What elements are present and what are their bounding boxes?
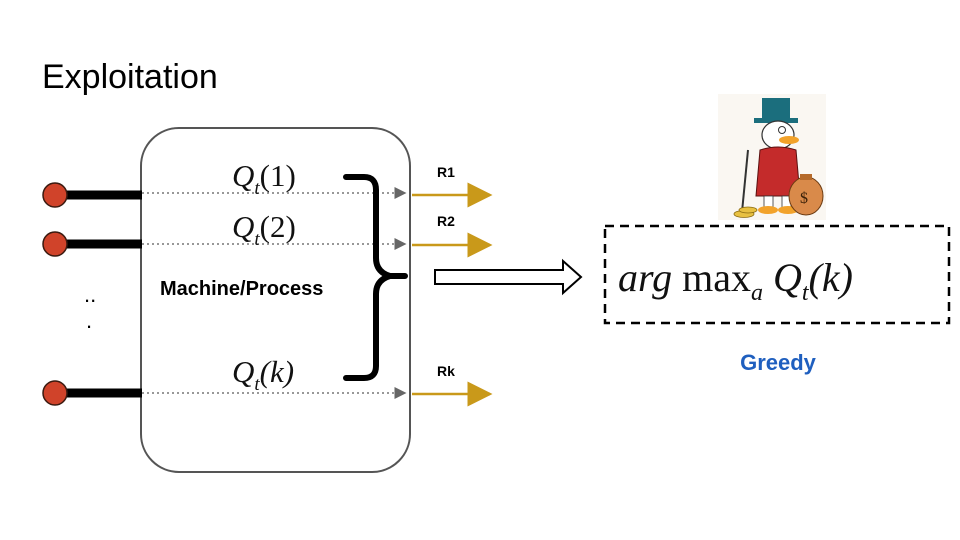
implies-arrow [434, 258, 583, 296]
q-value-1: Qt(1) [232, 158, 296, 199]
q-value-k: Qt(k) [232, 354, 294, 395]
machine-label: Machine/Process [160, 278, 323, 300]
lever-knob[interactable] [42, 182, 68, 208]
ellipsis-dot: . [86, 308, 92, 333]
lever-knob[interactable] [42, 231, 68, 257]
policy-formula-box [603, 224, 951, 325]
lever-knob[interactable] [42, 380, 68, 406]
lever-k[interactable] [42, 380, 142, 406]
lever-2[interactable] [42, 231, 142, 257]
lever-1[interactable] [42, 182, 142, 208]
reward-label-1: R1 [437, 164, 455, 180]
policy-name: Greedy [740, 350, 817, 375]
scrooge-mcduck-money-bag-icon: $ [718, 94, 826, 220]
curly-brace [343, 174, 408, 381]
slide-title: Exploitation [42, 58, 218, 96]
reward-label-k: Rk [437, 363, 455, 379]
dollar-sign: $ [800, 190, 808, 207]
ellipsis: .. [84, 282, 96, 307]
q-value-2: Qt(2) [232, 209, 296, 250]
reward-label-2: R2 [437, 213, 455, 229]
machine-box [140, 127, 411, 473]
